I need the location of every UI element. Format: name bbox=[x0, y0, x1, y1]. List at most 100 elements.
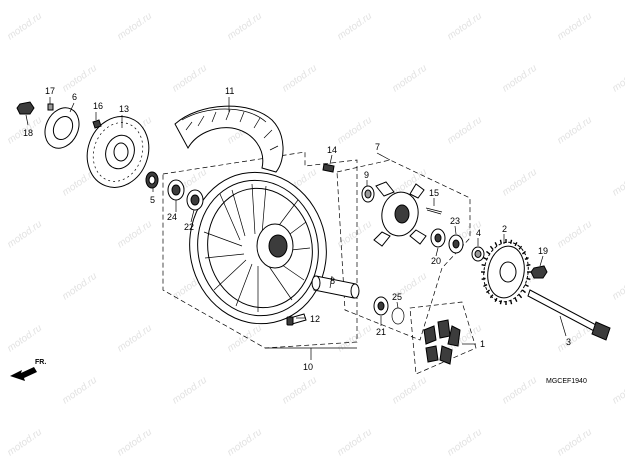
sprocket-tooth bbox=[489, 294, 494, 299]
watermark-text: motod.ru bbox=[390, 63, 429, 95]
sprocket-tooth bbox=[481, 263, 486, 267]
callouts: 11 13 6 16 17 18 5 24 22 14 7 9 15 23 20… bbox=[23, 86, 571, 372]
sprocket-tooth bbox=[526, 263, 531, 267]
callout-4: 4 bbox=[476, 228, 481, 238]
sprocket-tooth bbox=[518, 294, 523, 299]
watermark-text: motod.ru bbox=[500, 375, 539, 407]
watermark-text: motod.ru bbox=[555, 427, 594, 459]
watermark-text: motod.ru bbox=[115, 219, 154, 251]
watermark-text: motod.ru bbox=[60, 271, 99, 303]
front-arrow: FR. bbox=[10, 359, 46, 381]
watermark-text: motod.ru bbox=[225, 427, 264, 459]
watermark-text: motod.ru bbox=[115, 11, 154, 43]
wheel-rim bbox=[189, 171, 327, 325]
sprocket-tooth bbox=[481, 277, 486, 281]
watermark-text: motod.ru bbox=[445, 427, 484, 459]
sprocket-tooth bbox=[509, 300, 513, 305]
callout-10: 10 bbox=[303, 362, 313, 372]
watermark-text: motod.ru bbox=[335, 427, 374, 459]
watermark-text: motod.ru bbox=[500, 63, 539, 95]
sprocket-tooth bbox=[489, 245, 494, 250]
valve bbox=[286, 313, 307, 326]
callout-1: 1 bbox=[480, 339, 485, 349]
watermark-text: motod.ru bbox=[390, 375, 429, 407]
watermark-text: motod.ru bbox=[445, 115, 484, 147]
watermark-text: motod.ru bbox=[60, 63, 99, 95]
watermark-text: motod.ru bbox=[225, 11, 264, 43]
sprocket-tooth bbox=[518, 245, 523, 250]
watermark-text: motod.ru bbox=[610, 167, 625, 199]
sprocket-tooth bbox=[524, 257, 529, 261]
sprocket-tooth bbox=[486, 289, 491, 294]
callout-9: 9 bbox=[364, 170, 369, 180]
callout-3: 3 bbox=[566, 337, 571, 347]
watermark-text: motod.ru bbox=[555, 11, 594, 43]
watermark-text: motod.ru bbox=[280, 375, 319, 407]
axle-sleeve bbox=[311, 275, 360, 299]
callout-5: 5 bbox=[150, 195, 155, 205]
callout-8: 8 bbox=[330, 276, 335, 286]
sprocket-tooth bbox=[483, 283, 488, 287]
front-arrow-label: FR. bbox=[35, 359, 46, 366]
callout-6: 6 bbox=[72, 92, 77, 102]
sprocket-tooth bbox=[524, 283, 529, 287]
leader-lines bbox=[25, 97, 567, 360]
right-bearings bbox=[430, 228, 485, 262]
watermark-text: motod.ru bbox=[115, 427, 154, 459]
watermark-text: motod.ru bbox=[5, 427, 44, 459]
sprocket-tooth bbox=[494, 297, 498, 303]
callout-22: 22 bbox=[184, 222, 194, 232]
callout-15: 15 bbox=[429, 188, 439, 198]
bushing bbox=[361, 185, 375, 203]
callout-11: 11 bbox=[225, 86, 234, 96]
sprocket-tooth bbox=[483, 257, 488, 261]
watermark-text: motod.ru bbox=[610, 375, 625, 407]
callout-14: 14 bbox=[327, 145, 337, 155]
sprocket-tooth bbox=[486, 250, 491, 255]
callout-19: 19 bbox=[538, 246, 548, 256]
watermark-text: motod.ru bbox=[5, 219, 44, 251]
callout-7: 7 bbox=[375, 142, 380, 152]
watermark-text: motod.ru bbox=[5, 323, 44, 355]
watermark-text: motod.ru bbox=[500, 167, 539, 199]
sprocket-tooth bbox=[499, 239, 503, 244]
watermark-text: motod.ru bbox=[60, 375, 99, 407]
watermark-text: motod.ru bbox=[170, 63, 209, 95]
brake-disc bbox=[86, 116, 150, 188]
watermark-text: motod.ru bbox=[115, 323, 154, 355]
callout-23: 23 bbox=[450, 216, 460, 226]
callout-24: 24 bbox=[167, 212, 177, 222]
watermark-text: motod.ru bbox=[335, 115, 374, 147]
watermark-text: motod.ru bbox=[335, 323, 374, 355]
sprocket-tooth bbox=[499, 300, 503, 305]
callout-21: 21 bbox=[376, 327, 386, 337]
watermark-text: motod.ru bbox=[555, 115, 594, 147]
callout-16: 16 bbox=[93, 101, 103, 111]
callout-18: 18 bbox=[23, 128, 33, 138]
sprocket-hub bbox=[373, 181, 427, 247]
callout-20: 20 bbox=[431, 256, 441, 266]
callout-2: 2 bbox=[502, 224, 507, 234]
sprocket-nut bbox=[530, 265, 548, 279]
callout-13: 13 bbox=[119, 104, 129, 114]
watermark-text: motod.ru bbox=[280, 63, 319, 95]
driven-sprocket bbox=[481, 239, 531, 305]
sprocket-tooth bbox=[514, 241, 518, 247]
damper-rubbers bbox=[423, 319, 461, 365]
watermark-text: motod.ru bbox=[445, 11, 484, 43]
callout-25: 25 bbox=[392, 292, 402, 302]
sprocket-tooth bbox=[514, 297, 518, 303]
watermark-text: motod.ru bbox=[170, 375, 209, 407]
pin bbox=[322, 163, 335, 173]
watermark-text: motod.ru bbox=[610, 63, 625, 95]
left-bearings bbox=[145, 171, 204, 211]
part-code: MGCEF1940 bbox=[546, 378, 587, 385]
sprocket-tooth bbox=[521, 250, 526, 255]
watermark-text: motod.ru bbox=[555, 219, 594, 251]
rear-axle bbox=[527, 289, 611, 341]
disc-cover bbox=[44, 107, 80, 149]
small-bolts bbox=[16, 101, 102, 129]
callout-12: 12 bbox=[310, 314, 320, 324]
